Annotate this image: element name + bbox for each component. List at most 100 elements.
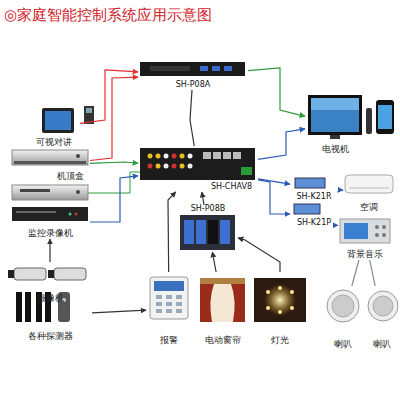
device-node: 报警 <box>146 272 192 346</box>
main-controller <box>172 164 177 169</box>
curtain <box>200 278 245 284</box>
model-label: SH-P08B <box>191 205 225 214</box>
television <box>308 95 362 135</box>
signal-wire <box>238 238 280 272</box>
main-controller <box>241 167 252 175</box>
main-controller <box>213 152 221 159</box>
music-panel <box>340 219 390 243</box>
detector <box>16 292 70 322</box>
intercom-panel <box>42 108 74 133</box>
main-controller <box>140 148 255 180</box>
main-controller <box>188 164 193 169</box>
television <box>308 95 362 139</box>
camera <box>54 268 86 280</box>
dvr-recorder <box>12 207 88 221</box>
remote-control <box>366 108 372 134</box>
main-controller <box>188 154 193 159</box>
ir-module <box>295 178 325 188</box>
device-node: 机顶盒 <box>10 148 90 182</box>
set-top-box <box>12 150 88 165</box>
dvr-recorder <box>69 213 72 216</box>
model-label: SH-P08A <box>176 81 210 90</box>
music-panel <box>340 219 390 243</box>
alarm-keypad <box>150 277 188 319</box>
alarm-keypad <box>150 277 188 319</box>
camera <box>8 268 86 280</box>
device-label: 灯光 <box>271 336 289 346</box>
light <box>290 306 294 310</box>
curtain <box>200 284 214 322</box>
light <box>278 286 282 290</box>
intercom-panel <box>45 111 71 130</box>
curtain <box>200 278 245 322</box>
main-controller <box>140 148 255 180</box>
set-top-box <box>12 150 88 165</box>
device-node: SH-CHAV8 <box>138 146 258 192</box>
television <box>311 98 359 110</box>
camera <box>8 270 14 278</box>
set-top-box <box>76 154 80 158</box>
speaker <box>327 290 359 322</box>
device-node: SH-P08B <box>178 205 238 252</box>
speaker <box>368 291 398 321</box>
device-node: 可视对讲 <box>28 106 80 148</box>
relay-panel <box>220 220 230 244</box>
device-label: 电视机 <box>322 145 349 155</box>
main-controller <box>164 154 169 159</box>
device-node: SH-K21P <box>290 200 338 228</box>
set-top-box <box>14 161 86 164</box>
dvd-player <box>20 189 50 192</box>
air-conditioner <box>345 175 393 193</box>
mobile-phone <box>376 100 394 134</box>
signal-wire <box>168 192 176 272</box>
light <box>278 310 282 314</box>
speaker <box>327 290 398 322</box>
main-controller <box>203 152 211 159</box>
music-panel <box>375 225 379 229</box>
music-panel <box>375 233 379 237</box>
signal-wire <box>258 180 290 214</box>
dvr-recorder <box>12 207 88 221</box>
rack-unit <box>200 66 208 71</box>
signal-wire <box>352 260 359 286</box>
music-panel <box>382 225 386 229</box>
device-label: 电动窗帘 <box>205 336 241 346</box>
device-node: 背景音乐 <box>338 216 392 260</box>
diagram-title: ◎家庭智能控制系统应用示意图 <box>4 6 212 25</box>
audio-module <box>294 204 320 214</box>
relay-panel <box>180 215 235 250</box>
signal-wire <box>248 68 305 116</box>
main-controller <box>164 164 169 169</box>
relay-panel <box>208 220 218 244</box>
rack-unit <box>140 62 245 76</box>
relay-panel <box>184 220 194 244</box>
rack-unit <box>140 62 245 76</box>
television <box>311 98 359 132</box>
rack-unit <box>212 66 220 71</box>
signal-wire <box>90 162 138 163</box>
wire-group <box>50 68 375 313</box>
speaker <box>332 295 354 317</box>
model-label: SH-CHAV8 <box>211 183 252 192</box>
relay-panel <box>196 220 206 244</box>
mobile-phone <box>376 100 394 134</box>
alarm-keypad <box>156 302 162 306</box>
alarm-keypad <box>154 281 184 291</box>
device-node: 喇叭 <box>366 286 398 350</box>
dvd-wire <box>88 172 140 193</box>
alarm-keypad <box>176 309 182 313</box>
rack-unit <box>150 66 190 71</box>
air-conditioner <box>345 175 393 193</box>
relay-panel <box>180 215 235 250</box>
main-controller <box>180 154 185 159</box>
music-panel <box>344 223 368 239</box>
camera <box>48 270 54 278</box>
light <box>266 290 270 294</box>
remote-control <box>366 108 372 134</box>
dvd-player <box>76 190 80 194</box>
light <box>254 278 306 322</box>
air-conditioner <box>349 188 389 189</box>
signal-wire <box>258 179 290 184</box>
light <box>254 278 306 322</box>
